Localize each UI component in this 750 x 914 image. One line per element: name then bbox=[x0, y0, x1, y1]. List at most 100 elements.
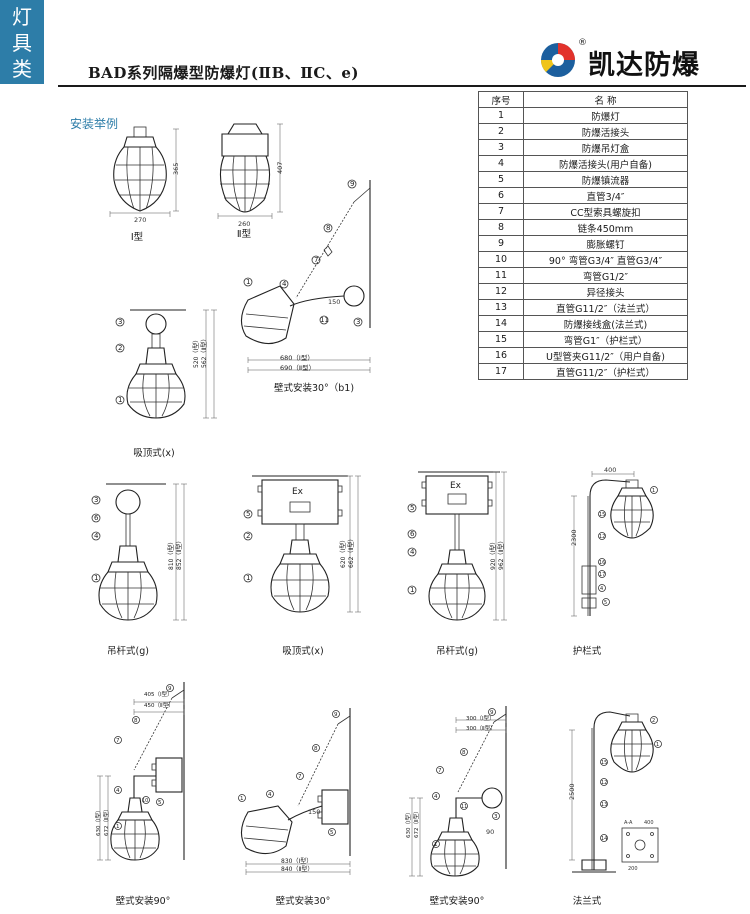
category-tab: 灯 具 类 bbox=[0, 0, 44, 84]
wall90-a-dim2: 450（Ⅱ型） bbox=[144, 703, 174, 709]
svg-text:4: 4 bbox=[434, 794, 438, 800]
part-number-cell: 15 bbox=[478, 331, 524, 348]
part-number-cell: 12 bbox=[478, 283, 524, 300]
wall90-b-dim1: 300（Ⅰ型） bbox=[466, 716, 495, 722]
wall30-b1-dim2: 690（Ⅱ型） bbox=[280, 364, 316, 372]
part-number-cell: 4 bbox=[478, 155, 524, 172]
part-name-cell: 防爆活接头 bbox=[523, 123, 688, 140]
part-number-cell: 8 bbox=[478, 219, 524, 236]
svg-text:4: 4 bbox=[116, 788, 120, 794]
pendant-g1-caption: 吊杆式(g) bbox=[107, 646, 149, 657]
ceiling-x1-dim2: 562（Ⅱ型） bbox=[201, 335, 208, 368]
part-number-cell: 6 bbox=[478, 187, 524, 204]
part-number-cell: 9 bbox=[478, 235, 524, 252]
category-tab-char: 类 bbox=[12, 57, 32, 81]
wall90-a-caption: 壁式安装90° bbox=[115, 896, 171, 907]
part-number-cell: 2 bbox=[478, 123, 524, 140]
wall30-b-drawing: 9 8 7 4 1 5 150 bbox=[238, 708, 351, 875]
part-name-cell: 直管G11/2″（法兰式） bbox=[523, 299, 688, 316]
svg-text:5: 5 bbox=[158, 800, 162, 806]
part-number-cell: 13 bbox=[478, 299, 524, 316]
svg-text:3: 3 bbox=[356, 318, 360, 326]
part-name-cell: 异径接头 bbox=[523, 283, 688, 300]
part-name-cell: 直管G11/2″（护栏式） bbox=[523, 363, 688, 380]
part-name-cell: 防爆活接头(用户自备) bbox=[523, 155, 688, 172]
flange-plate-dim: 200 bbox=[628, 866, 638, 872]
svg-text:6: 6 bbox=[94, 514, 99, 522]
pendant-g2-caption: 吊杆式(g) bbox=[436, 646, 478, 657]
wall90-b-drawing: 9 8 7 4 11 3 1 90 bbox=[409, 706, 507, 877]
type1-caption: Ⅰ型 bbox=[130, 232, 144, 243]
part-name-cell: 防爆灯 bbox=[523, 107, 688, 124]
svg-text:4: 4 bbox=[282, 280, 287, 288]
svg-text:7: 7 bbox=[314, 256, 318, 264]
category-tab-char: 灯 bbox=[12, 5, 32, 29]
wall90-b-caption: 壁式安装90° bbox=[429, 896, 485, 907]
guardrail-drawing: 400 2300 15 12 16 17 4 5 1 bbox=[570, 466, 658, 617]
svg-text:10: 10 bbox=[142, 798, 148, 804]
part-number-cell: 14 bbox=[478, 315, 524, 332]
svg-text:14: 14 bbox=[601, 836, 607, 842]
flange-height-dim: 2500 bbox=[568, 783, 576, 800]
type1-height-label: 365 bbox=[172, 163, 180, 175]
guardrail-height-dim: 2300 bbox=[570, 529, 578, 546]
ceiling-x2-drawing: Ex 5 2 1 bbox=[243, 475, 361, 613]
flange-drawing: 2500 15 12 13 14 2 1 A-A 400 200 bbox=[568, 711, 662, 873]
svg-text:2: 2 bbox=[246, 532, 250, 540]
svg-text:1: 1 bbox=[652, 488, 655, 494]
ceiling-x1-drawing: 3 2 1 bbox=[115, 309, 217, 419]
wall30-b-angle: 150 bbox=[308, 808, 320, 816]
wall90-b-angle: 90 bbox=[486, 828, 494, 836]
part-number-cell: 10 bbox=[478, 251, 524, 268]
wall30-b1-drawing: 9 8 7 4 1 11 3 150 bbox=[240, 179, 371, 373]
svg-text:3: 3 bbox=[94, 496, 98, 504]
wall90-a-dim1: 405（Ⅰ型） bbox=[144, 692, 173, 698]
svg-text:1: 1 bbox=[656, 742, 659, 748]
page-title: BAD系列隔爆型防爆灯(ⅡB、ⅡC、e) bbox=[88, 64, 359, 82]
brand-logo-block: ® 凯达防爆 bbox=[538, 38, 738, 82]
svg-text:7: 7 bbox=[438, 768, 442, 774]
wall90-a-dim3: 630（Ⅰ型） bbox=[96, 807, 102, 836]
pendant-g2-box-label: Ex bbox=[450, 481, 462, 491]
svg-text:1: 1 bbox=[116, 824, 120, 830]
svg-text:8: 8 bbox=[462, 750, 466, 756]
svg-text:9: 9 bbox=[350, 180, 354, 188]
wall90-a-dim4: 672（Ⅱ型） bbox=[104, 806, 110, 836]
svg-text:4: 4 bbox=[268, 792, 272, 798]
part-name-cell: 弯管G1″（护栏式） bbox=[523, 331, 688, 348]
part-number-cell: 7 bbox=[478, 203, 524, 220]
svg-text:5: 5 bbox=[410, 504, 414, 512]
svg-text:7: 7 bbox=[116, 738, 120, 744]
part-name-cell: 弯管G1/2″ bbox=[523, 267, 688, 284]
pendant-g1-drawing: 3 6 4 1 bbox=[91, 483, 187, 621]
wall30-b1-caption: 壁式安装30°（b1) bbox=[273, 383, 355, 394]
svg-text:5: 5 bbox=[330, 830, 334, 836]
svg-text:4: 4 bbox=[94, 532, 99, 540]
ceiling-x2-box-label: Ex bbox=[292, 487, 304, 497]
part-name-cell: U型管夹G11/2″（用户自备) bbox=[523, 347, 688, 364]
svg-text:12: 12 bbox=[599, 534, 605, 540]
wall90-a-drawing: 9 8 7 4 10 5 1 bbox=[97, 682, 185, 861]
svg-text:11: 11 bbox=[320, 316, 329, 324]
wall30-b1-angle: 150 bbox=[328, 298, 340, 306]
table-header-row: 序号 名 称 bbox=[478, 91, 688, 108]
svg-text:1: 1 bbox=[240, 796, 244, 802]
svg-text:1: 1 bbox=[246, 574, 250, 582]
wall90-b-dim2: 300（Ⅱ型） bbox=[466, 726, 496, 732]
pendant-g2-drawing: Ex 5 6 4 1 bbox=[407, 471, 507, 621]
svg-text:1: 1 bbox=[118, 396, 122, 404]
brand-logo-icon bbox=[541, 43, 575, 77]
part-name-cell: 膨胀螺钉 bbox=[523, 235, 688, 252]
part-name-cell: CC型索具螺旋扣 bbox=[523, 203, 688, 220]
table-header-no: 序号 bbox=[478, 91, 524, 108]
